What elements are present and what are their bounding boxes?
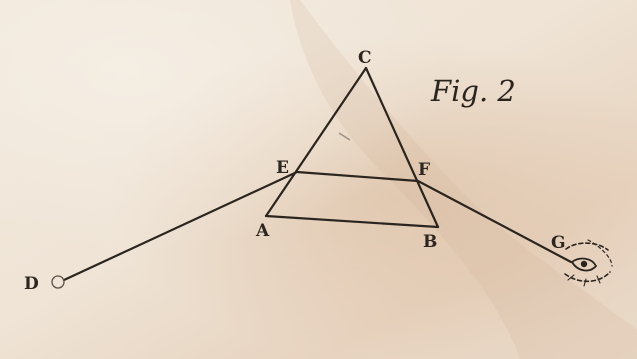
label-point-c: C <box>358 48 372 68</box>
diagram-lines <box>62 66 573 282</box>
paper-fold-shadow <box>290 0 637 359</box>
label-point-g: G <box>551 233 566 253</box>
ray-fg <box>416 179 573 264</box>
label-point-f: F <box>418 160 430 180</box>
label-point-a: A <box>255 221 270 241</box>
side-cb <box>364 66 440 229</box>
label-point-d: D <box>24 274 39 294</box>
label-point-e: E <box>276 158 289 178</box>
base-ab <box>264 214 440 229</box>
transversal-ef <box>295 170 420 183</box>
side-ca <box>264 66 368 218</box>
label-point-b: B <box>423 232 437 252</box>
eye-icon <box>564 239 613 287</box>
figure-caption: Fig. 2 <box>430 74 516 108</box>
pencil-tick-mark <box>338 132 351 141</box>
ray-de <box>62 170 299 282</box>
point-d-circle-marker <box>51 275 65 289</box>
